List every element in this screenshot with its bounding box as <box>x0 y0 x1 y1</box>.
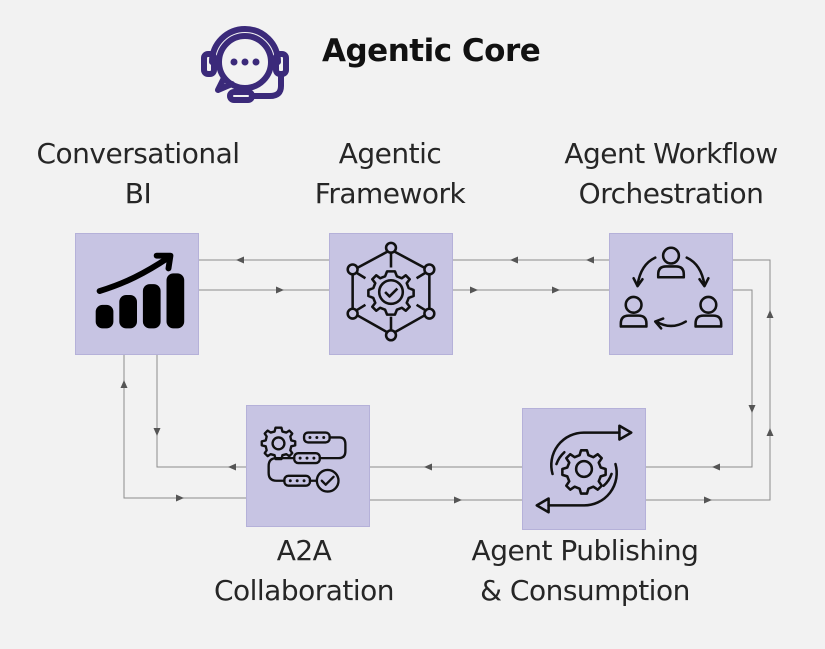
node-agent-publishing-consumption <box>522 408 646 530</box>
header-logo <box>196 24 296 110</box>
label-agentic-framework: Agentic Framework <box>314 137 466 210</box>
node-agentic-framework <box>329 233 453 355</box>
node-a2a-collaboration <box>246 405 370 527</box>
gear-workflow-check-icon <box>260 426 347 493</box>
people-cycle-icon <box>619 246 723 330</box>
label-a2a-collaboration: A2A Collaboration <box>213 534 395 607</box>
headset-chat-icon <box>201 26 289 103</box>
label-agent-publishing-consumption: Agent Publishing & Consumption <box>471 534 699 607</box>
node-agent-workflow-orchestration <box>609 233 733 355</box>
page-title: Agentic Core <box>322 33 541 69</box>
gear-network-icon <box>346 241 436 342</box>
gear-cycle-arrows-icon <box>535 424 633 514</box>
node-conversational-bi <box>75 233 199 355</box>
label-agent-workflow-orchestration: Agent Workflow Orchestration <box>564 137 778 210</box>
label-conversational-bi: Conversational BI <box>36 137 240 210</box>
bar-chart-growth-icon <box>95 252 185 329</box>
